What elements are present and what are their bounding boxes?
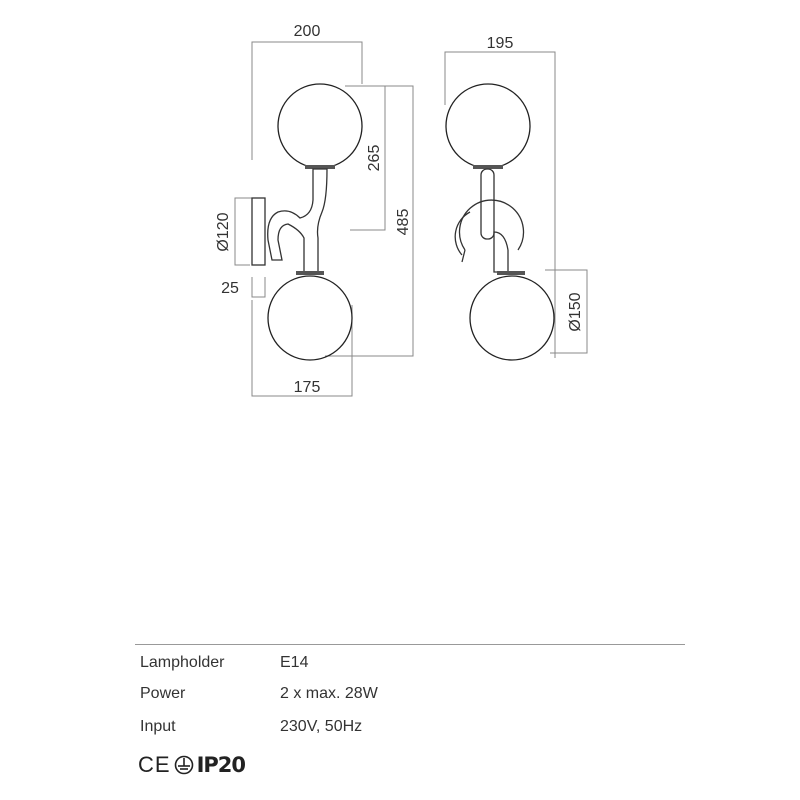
arm [267, 168, 328, 273]
dim-200: 200 [294, 23, 321, 40]
spec-value: 2 x max. 28W [280, 685, 378, 702]
spec-row-input: Input 230V, 50Hz [140, 718, 362, 736]
stem [480, 168, 495, 240]
side-view [234, 41, 414, 397]
ip-rating: IP20 [196, 753, 246, 777]
dim-25: 25 [221, 280, 239, 297]
spec-label: Input [140, 718, 176, 735]
dim-195: 195 [487, 35, 514, 52]
divider [135, 644, 685, 645]
dim-485: 485 [395, 209, 412, 236]
certifications: CE IP20 [138, 752, 246, 778]
spec-row-power: Power 2 x max. 28W [140, 685, 378, 703]
ce-mark-icon: CE [138, 752, 171, 777]
dim-175: 175 [294, 379, 321, 396]
front-view [444, 51, 588, 361]
dim-265: 265 [366, 145, 383, 172]
lower-globe [267, 275, 353, 361]
side-dimension-lines [234, 41, 414, 397]
spec-value: 230V, 50Hz [280, 718, 363, 735]
dim-150: Ø150 [567, 292, 584, 331]
spec-row-lampholder: Lampholder E14 [140, 654, 308, 672]
upper-globe [445, 83, 531, 169]
wall-plate [251, 197, 266, 266]
spec-value: E14 [280, 654, 309, 671]
upper-globe [277, 83, 363, 169]
spec-label: Power [140, 685, 186, 702]
dim-120: Ø120 [215, 212, 232, 251]
lower-globe [469, 275, 555, 361]
earth-ground-icon [174, 755, 193, 775]
front-dimension-lines [444, 51, 588, 358]
spec-label: Lampholder [140, 654, 225, 671]
